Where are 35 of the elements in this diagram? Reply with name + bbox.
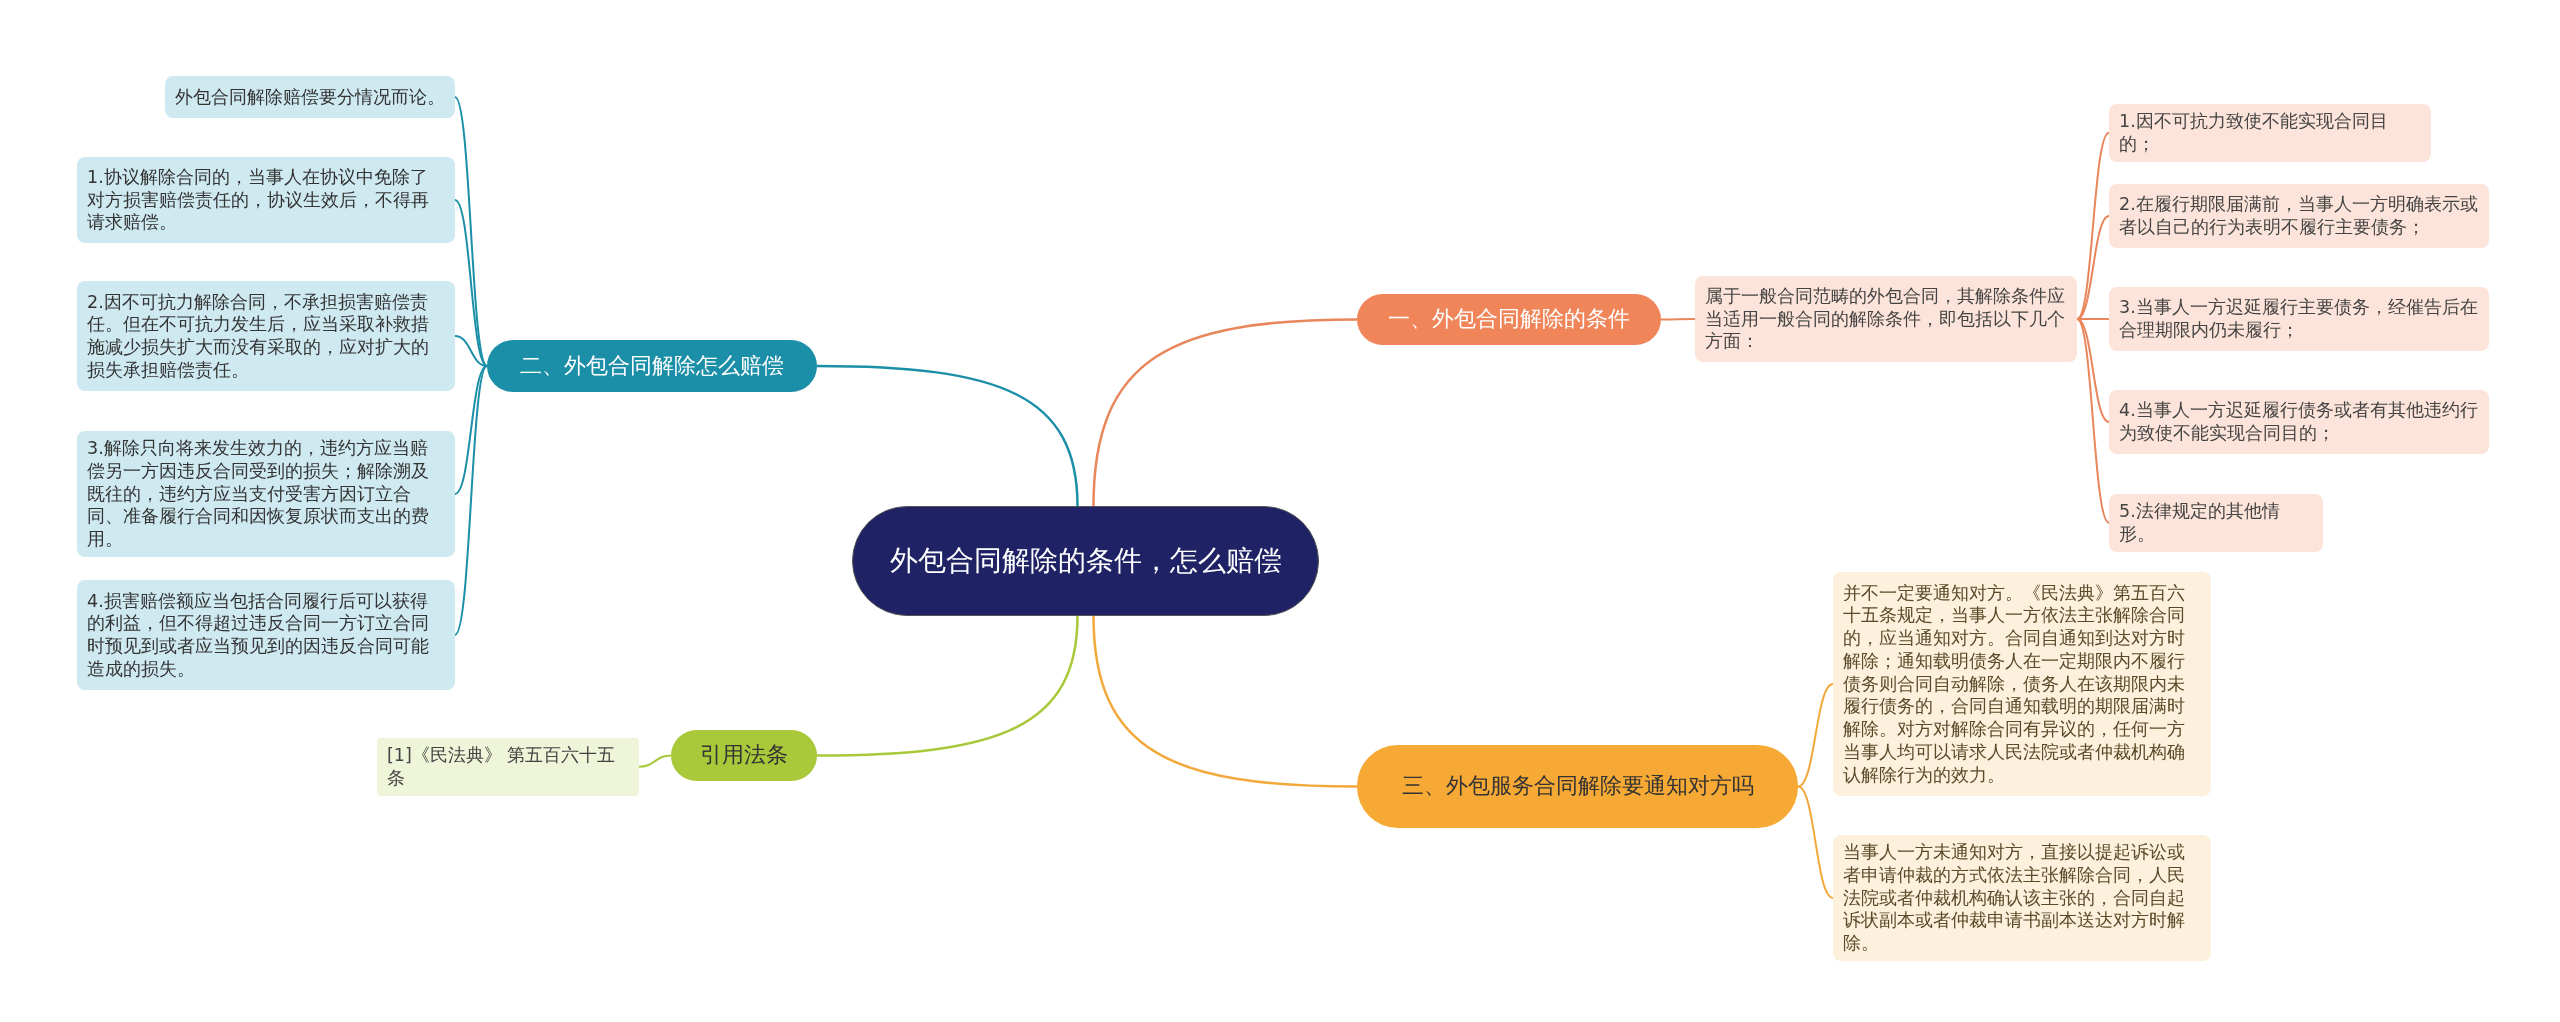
text-card: 3.当事人一方迟延履行主要债务，经催告后在合理期限内仍未履行； xyxy=(2109,287,2489,351)
connector-line xyxy=(817,364,1079,507)
connector-line xyxy=(1092,318,1358,507)
connector-line xyxy=(1797,785,1834,899)
text-card: 5.法律规定的其他情形。 xyxy=(2109,494,2323,552)
text-card: 并不一定要通知对方。《民法典》第五百六十五条规定，当事人一方依法主张解除合同的，应当通知对方。合同自通知到达对方时解除；通知载明债务人在一定期限内不履行债务则合同自动解除，债务人在该期限内未履行债务的，合同自通知载明的期限届满时解除。对方对解除合同有异议的，任何一方当事人均可以请求人民法院或者仲裁机构确认解除行为的效力。 xyxy=(1833,572,2211,796)
central-topic: 外包合同解除的条件，怎么赔偿 xyxy=(852,506,1319,616)
branch-topic: 二、外包合同解除怎么赔偿 xyxy=(487,340,817,392)
connector-line xyxy=(2076,131,2110,320)
branch-topic: 一、外包合同解除的条件 xyxy=(1357,294,1661,345)
connector-line xyxy=(454,365,488,636)
text-card: [1]《民法典》 第五百六十五条 xyxy=(377,738,639,796)
connector-line xyxy=(638,754,672,768)
text-card: 2.在履行期限届满前，当事人一方明确表示或者以自己的行为表明不履行主要债务； xyxy=(2109,184,2489,248)
text-card: 1.协议解除合同的，当事人在协议中免除了对方损害赔偿责任的，协议生效后，不得再请求赔偿。 xyxy=(77,157,455,243)
connector-line xyxy=(454,199,488,367)
connector-line xyxy=(817,615,1079,757)
text-card: 2.因不可抗力解除合同，不承担损害赔偿责任。但在不可抗力发生后，应当采取补救措施减少损失扩大而没有采取的，应对扩大的损失承担赔偿责任。 xyxy=(77,281,455,391)
text-card: 属于一般合同范畴的外包合同，其解除条件应当适用一般合同的解除条件，即包括以下几个方面： xyxy=(1695,276,2077,362)
connector-line xyxy=(1092,615,1358,788)
text-card: 4.当事人一方迟延履行债务或者有其他违约行为致使不能实现合同目的； xyxy=(2109,390,2489,454)
text-card: 当事人一方未通知对方，直接以提起诉讼或者申请仲裁的方式依法主张解除合同，人民法院或者仲裁机构确认该主张的，合同自起诉状副本或者仲裁申请书副本送达对方时解除。 xyxy=(1833,835,2211,961)
branch-topic: 引用法条 xyxy=(671,730,817,781)
text-card: 3.解除只向将来发生效力的，违约方应当赔偿另一方因违反合同受到的损失；解除溯及既往的，违约方应当支付受害方因订立合同、准备履行合同和因恢复原状而支出的费用。 xyxy=(77,431,455,557)
connector-line xyxy=(1797,683,1834,788)
connector-line xyxy=(454,365,488,495)
connector-line xyxy=(2076,215,2110,320)
connector-line xyxy=(2076,318,2110,423)
connector-line xyxy=(2076,318,2110,524)
text-card: 1.因不可抗力致使不能实现合同目的； xyxy=(2109,104,2431,162)
connector-line xyxy=(454,335,488,367)
text-card: 4.损害赔偿额应当包括合同履行后可以获得的利益，但不得超过违反合同一方订立合同时预见到或者应当预见到的因违反合同可能造成的损失。 xyxy=(77,580,455,690)
connector-line xyxy=(1660,318,1696,321)
text-card: 外包合同解除赔偿要分情况而论。 xyxy=(165,76,455,118)
branch-topic: 三、外包服务合同解除要通知对方吗 xyxy=(1357,745,1798,828)
